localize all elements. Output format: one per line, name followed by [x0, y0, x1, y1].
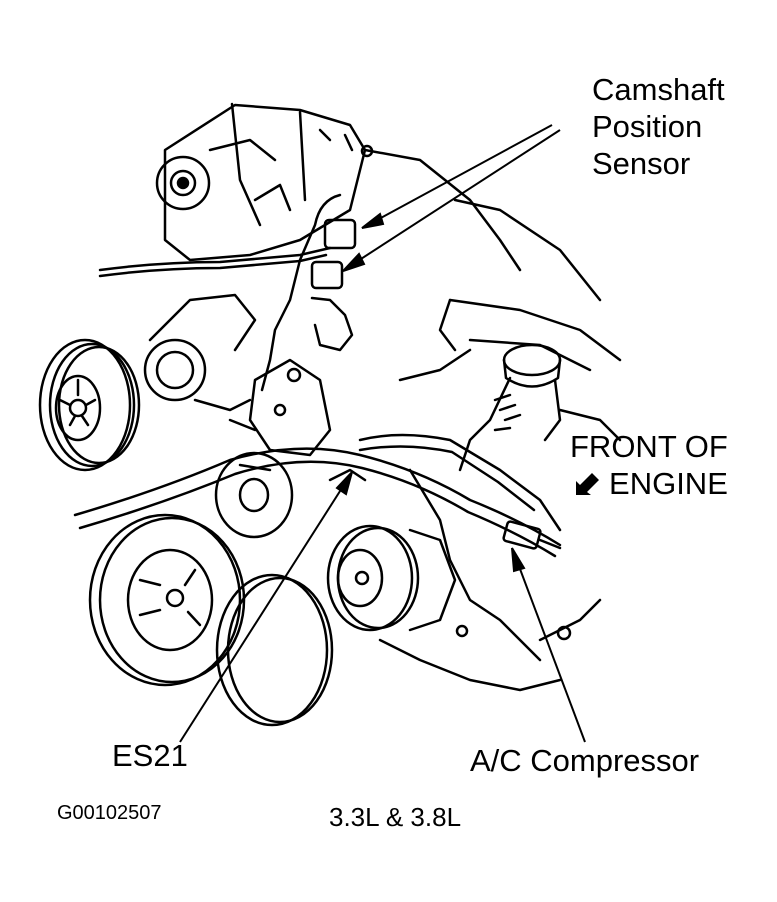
es21-label: ES21: [112, 738, 188, 773]
figure-code-label: G00102507: [57, 802, 162, 824]
water-pump-pulley: [215, 573, 334, 727]
ac-compressor-leader: [511, 547, 586, 743]
alternator: [155, 102, 374, 262]
front-label-line1: FRONT OF: [570, 429, 728, 464]
es21-leader: [179, 471, 353, 743]
power-steering-pulley: [88, 513, 246, 687]
camshaft-label-line2: Position: [592, 109, 703, 144]
camshaft-leader-lower: [342, 129, 561, 272]
camshaft-leader-upper: [361, 124, 553, 229]
reservoir-cap: [458, 343, 562, 472]
front-of-engine-label: FRONT OF ENGINE: [570, 428, 728, 502]
ac-compressor-label: A/C Compressor: [470, 743, 700, 778]
camshaft-position-sensor-label: Camshaft Position Sensor: [592, 71, 725, 182]
camshaft-label-line3: Sensor: [592, 146, 691, 181]
camshaft-sensor-assembly: [98, 193, 357, 392]
diagonal-arrow-down-left-icon: [576, 472, 600, 495]
tensioner-pulley: [143, 293, 257, 412]
camshaft-label-line1: Camshaft: [592, 72, 725, 107]
left-pulley: [38, 338, 141, 472]
ac-connector: [502, 520, 562, 550]
front-label-line2-row: ENGINE: [570, 465, 728, 502]
engine-variant-label: 3.3L & 3.8L: [329, 802, 462, 832]
wiring-harness: [73, 433, 562, 558]
idler-pulley: [214, 451, 294, 539]
ac-compressor-pulley: [326, 524, 457, 632]
front-label-line2: ENGINE: [609, 466, 728, 501]
engine-block-outline: [363, 148, 622, 692]
